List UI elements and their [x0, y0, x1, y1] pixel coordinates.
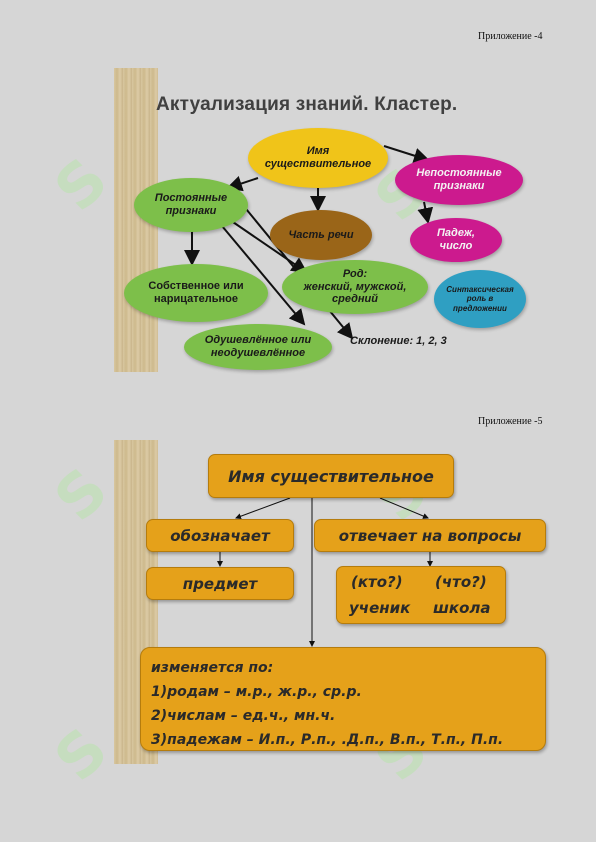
appendix-label-4: Приложение -4 — [478, 31, 543, 42]
arrow-permanent-gender — [229, 219, 308, 274]
node-declension: Склонение: 1, 2, 3 — [350, 335, 447, 347]
question-who: (кто?) — [351, 573, 403, 591]
node-case-number: Падеж,число — [410, 218, 502, 262]
box-answers: отвечает на вопросы — [314, 519, 546, 552]
changes-line: 3)падежам – И.п., Р.п., .Д.п., В.п., Т.п… — [151, 732, 504, 748]
example-what: школа — [433, 599, 491, 617]
arrow-noun-nonpermanent — [383, 145, 430, 164]
changes-line: изменяется по: — [151, 660, 274, 676]
noun-diagram-arrows — [217, 497, 433, 647]
changes-line: 1)родам – м.р., ж.р., ср.р. — [151, 684, 362, 700]
changes-line: 2)числам – ед.ч., мн.ч. — [151, 708, 336, 724]
box-questions: (кто?) (что?) ученик школа — [336, 566, 506, 624]
box-changes: изменяется по: 1)родам – м.р., ж.р., ср.… — [140, 647, 546, 751]
question-what: (что?) — [435, 573, 487, 591]
box-object: предмет — [146, 567, 294, 600]
arrow-permanent-animate — [221, 225, 306, 326]
node-gender: Род:женский, мужской,средний — [282, 260, 428, 314]
appendix-label-5: Приложение -5 — [478, 416, 543, 427]
arrow-nonpermanent-case — [417, 201, 434, 224]
box-denotes: обозначает — [146, 519, 294, 552]
box-noun-header: Имя существительное — [208, 454, 454, 498]
slide-title: Актуализация знаний. Кластер. — [156, 94, 458, 115]
node-part-of-speech: Часть речи — [270, 210, 372, 260]
watermark: S — [41, 714, 122, 796]
example-who: ученик — [349, 599, 411, 617]
